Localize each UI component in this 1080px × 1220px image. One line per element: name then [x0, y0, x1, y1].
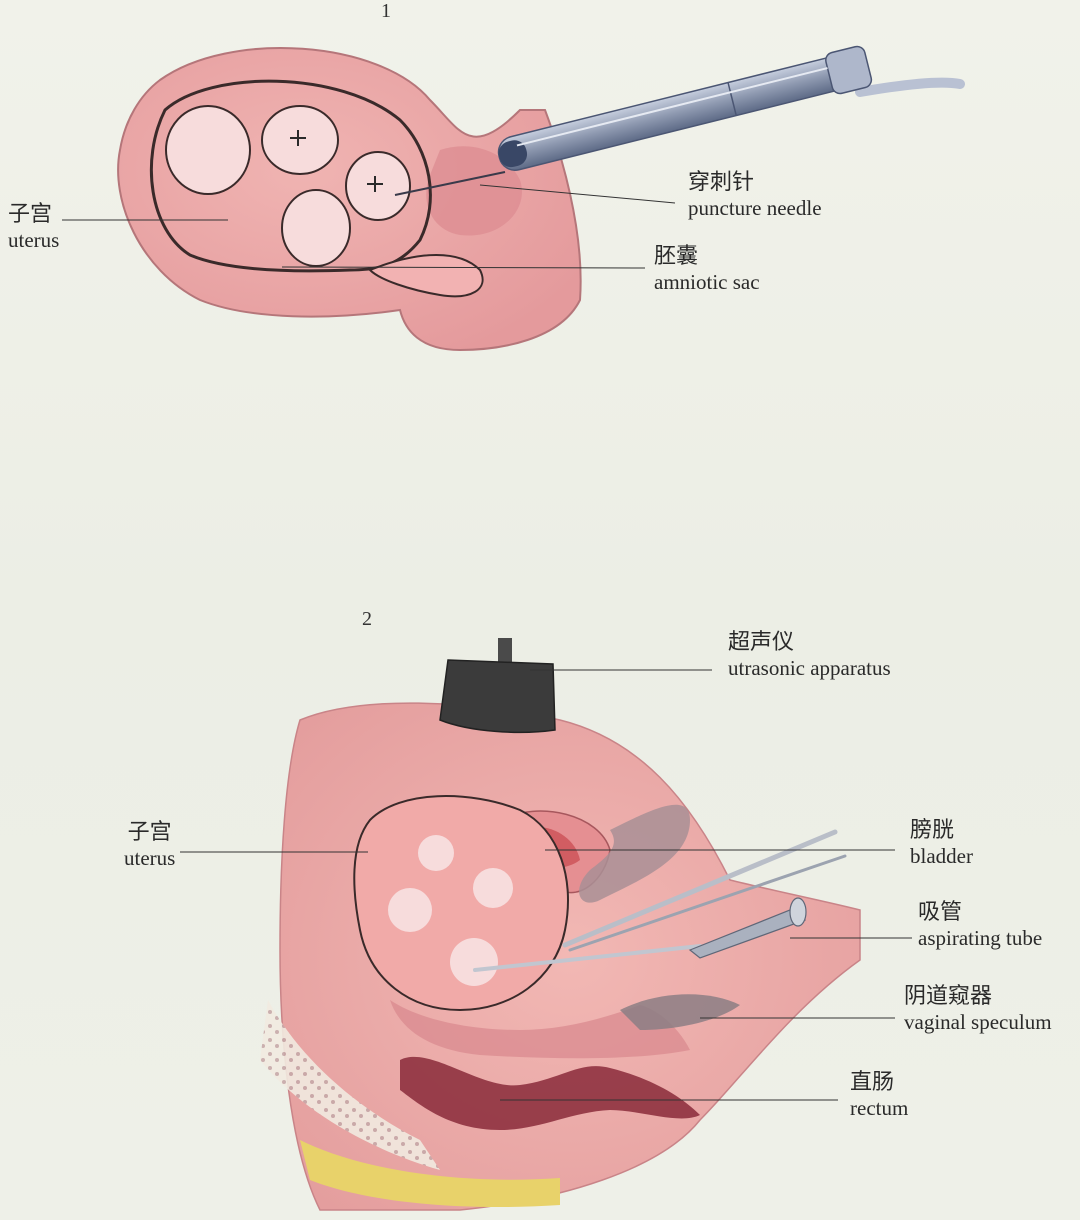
label-uterus-2-zh: 子宫	[127, 820, 172, 845]
label-bladder: 膀胱 bladder	[910, 818, 973, 870]
leader-needle	[479, 184, 676, 204]
label-aspirating-tube: 吸管 aspirating tube	[918, 900, 1042, 952]
leader-sac	[281, 266, 646, 269]
label-uterus-1-zh: 子宫	[8, 202, 53, 227]
figure-2-art	[180, 638, 912, 1211]
ultrasound-probe-art	[439, 638, 556, 734]
label-tube-zh: 吸管	[918, 900, 963, 925]
label-tube-en: aspirating tube	[918, 926, 1043, 951]
label-amniotic-sac: 胚囊 amniotic sac	[654, 244, 760, 296]
label-sac-en: amniotic sac	[654, 270, 760, 295]
cervix-1-shape	[426, 146, 522, 236]
figure-2-number: 2	[362, 608, 372, 630]
label-needle-zh: 穿刺针	[688, 170, 755, 195]
label-rectum-en: rectum	[850, 1096, 909, 1121]
label-ultrasound: 超声仪 utrasonic apparatus	[728, 630, 891, 682]
bone-band	[260, 1000, 440, 1170]
sac-2-1	[418, 835, 454, 871]
sac-1	[165, 105, 251, 195]
label-puncture-needle: 穿刺针 puncture needle	[688, 170, 822, 222]
uterus-2-shape	[353, 795, 569, 1012]
label-bladder-zh: 膀胱	[910, 818, 955, 843]
label-vaginal-speculum: 阴道窥器 vaginal speculum	[904, 984, 1052, 1036]
label-uterus-2: 子宫 uterus	[124, 820, 175, 872]
label-bladder-en: bladder	[910, 844, 973, 869]
figure-1-number: 1	[381, 0, 391, 22]
sac-2-3	[473, 868, 513, 908]
label-uterus-1: 子宫 uterus	[8, 202, 59, 254]
label-speculum-zh: 阴道窥器	[904, 984, 993, 1009]
label-speculum-en: vaginal speculum	[904, 1010, 1052, 1035]
rectum-shape	[400, 1056, 700, 1130]
label-ultrasound-zh: 超声仪	[728, 630, 795, 655]
label-rectum: 直肠 rectum	[850, 1070, 908, 1122]
label-ultrasound-en: utrasonic apparatus	[728, 656, 891, 681]
sac-2-2	[388, 888, 432, 932]
label-sac-zh: 胚囊	[654, 244, 699, 269]
sac-4	[281, 189, 351, 267]
vaginal-speculum-art	[620, 994, 740, 1030]
label-rectum-zh: 直肠	[850, 1070, 895, 1095]
sac-2	[261, 105, 339, 175]
aspirating-tube-art	[473, 829, 847, 972]
puncture-needle-art	[497, 45, 873, 171]
label-uterus-2-en: uterus	[124, 846, 176, 871]
sac-2-4	[450, 938, 498, 986]
figure-1-art	[62, 45, 965, 352]
fat-band	[300, 1140, 560, 1208]
needle-cable	[855, 77, 965, 97]
pubic-bone	[579, 804, 690, 903]
label-uterus-1-en: uterus	[8, 228, 60, 253]
label-needle-en: puncture needle	[688, 196, 822, 221]
sac-3	[345, 151, 411, 221]
